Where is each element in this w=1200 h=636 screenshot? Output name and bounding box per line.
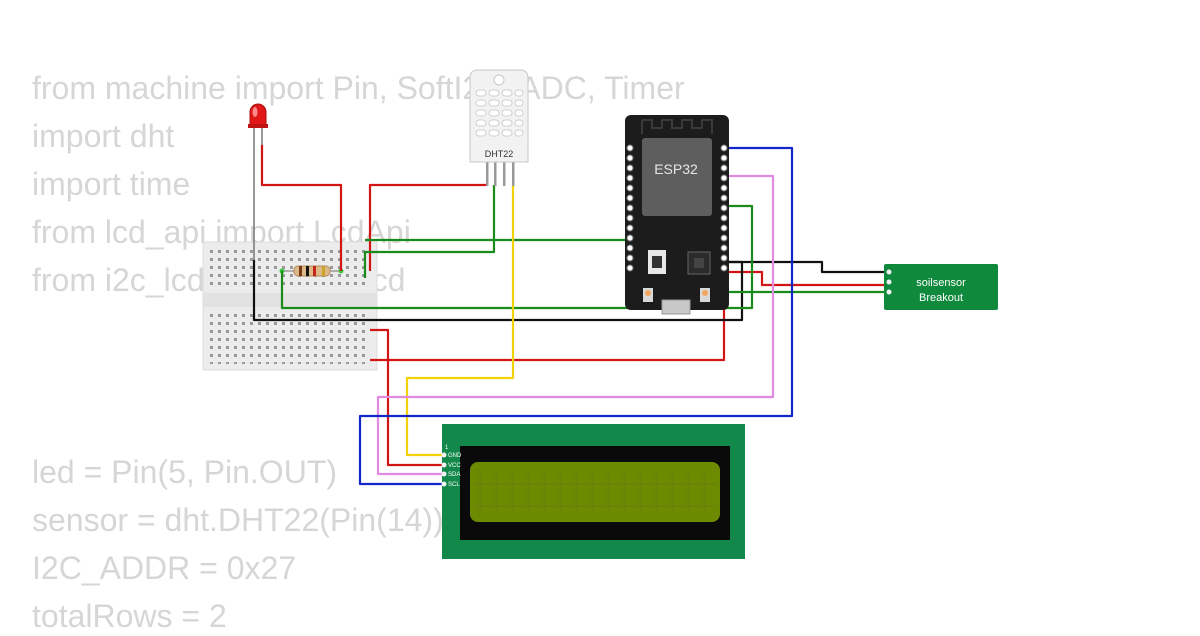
soil-sensor-label: soilsensor [916, 277, 966, 289]
code-line: import time [32, 166, 191, 202]
soil-sensor-breakout[interactable]: soilsensor Breakout [884, 264, 998, 310]
esp32-board[interactable]: ESP32 [625, 115, 729, 315]
code-line: led = Pin(5, Pin.OUT) [32, 454, 337, 490]
resistor[interactable] [279, 265, 344, 277]
code-line: I2C_ADDR = 0x27 [32, 550, 297, 586]
code-background: from machine import Pin, SoftI2C, ADC, T… [32, 0, 792, 634]
soil-sensor-sublabel: Breakout [919, 292, 963, 304]
esp32-left-pins [626, 144, 634, 272]
code-line: from machine import Pin, SoftI2C, ADC, T… [32, 70, 685, 106]
lcd-pin-vcc: VCC [448, 463, 461, 469]
lcd-pin1-label: 1 [445, 445, 449, 451]
lcd-pin-scl: SCL [448, 482, 460, 488]
code-line: import dht [32, 118, 175, 154]
dht22-label: DHT22 [485, 149, 514, 159]
code-line: sensor = dht.DHT22(Pin(14)) [32, 502, 444, 538]
breadboard[interactable] [202, 241, 378, 371]
led[interactable] [248, 103, 268, 260]
esp32-right-pins [720, 144, 728, 272]
esp32-label: ESP32 [654, 161, 698, 177]
lcd-display[interactable]: 1 GND VCC SDA SCL [441, 424, 746, 559]
code-line: totalRows = 2 [32, 598, 227, 634]
dht22-sensor[interactable]: DHT22 [469, 69, 529, 186]
lcd-pin-gnd: GND [448, 453, 462, 459]
lcd-pin-sda: SDA [448, 472, 460, 478]
